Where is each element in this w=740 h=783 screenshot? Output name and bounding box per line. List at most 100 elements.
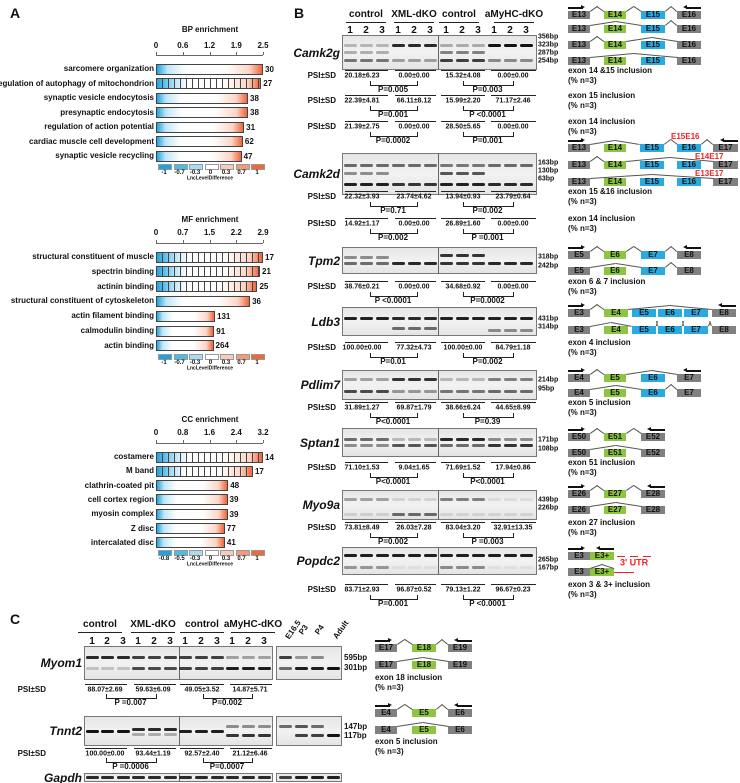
gel-band: [407, 317, 421, 321]
group-underline: [491, 70, 536, 71]
gel-band: [391, 512, 405, 516]
utr-label: 3' UTR: [620, 557, 649, 568]
gel-band: [423, 317, 437, 321]
primer-arrow-icon: [375, 640, 390, 642]
x-tick-mark: [236, 240, 238, 243]
bar: [156, 121, 245, 133]
gel-image: [276, 716, 342, 746]
gene-label: Sptan1: [299, 435, 340, 450]
junction-line: [670, 20, 677, 26]
p-value-bracket: [370, 413, 418, 418]
exon-e16: E16: [677, 25, 701, 33]
exon-e5: E5: [632, 309, 656, 317]
count-label: 77: [226, 524, 236, 533]
exon-e19: E19: [448, 644, 472, 652]
band-size-label: 117bp: [344, 731, 367, 740]
group-underline: [180, 632, 224, 634]
group-underline: [346, 22, 386, 24]
gel-band: [257, 725, 271, 728]
legend-swatch: [173, 354, 188, 360]
primer-arrowhead-icon: [581, 5, 585, 9]
gel-band: [471, 377, 485, 381]
gel-band: [359, 553, 373, 557]
gel-band: [519, 389, 533, 393]
exon-e50: E50: [568, 449, 590, 457]
group-underline: [345, 218, 388, 219]
gel-band: [455, 171, 469, 175]
count-label: 39: [229, 509, 239, 519]
p-value: P=0.003: [472, 85, 503, 94]
exon-e13: E13: [568, 144, 590, 152]
count-label: 48: [230, 481, 240, 491]
psi-value: 23.79±0.64: [495, 193, 531, 201]
x-tick-label: 2.5: [257, 41, 269, 50]
junction-line: [670, 246, 677, 252]
group-underline: [441, 218, 485, 219]
gel-band: [519, 565, 533, 569]
count-label: 38: [250, 108, 259, 117]
primer-arrowhead-icon: [581, 427, 585, 431]
gel-band: [100, 666, 114, 670]
psi-value: 96.67±0.23: [495, 586, 531, 594]
junction-line: [596, 428, 604, 434]
p-value-bracket: [370, 81, 418, 86]
psi-value: 28.50±5.65: [445, 123, 481, 131]
exon-e15: E15: [641, 11, 665, 19]
band-size-label: 63bp: [538, 175, 555, 183]
x-axis-line: [156, 243, 263, 244]
exon-e15: E15: [640, 178, 664, 186]
gene-label: Gapdh: [44, 770, 82, 783]
bar: [156, 107, 249, 118]
gel-band: [147, 776, 161, 779]
band-size-label: 301bp: [344, 663, 368, 672]
x-tick-mark: [182, 440, 184, 443]
lane-number: 1: [135, 636, 141, 647]
psi-value: 14.92±1.17: [344, 220, 380, 228]
p-value-bracket: [370, 106, 418, 111]
primer-arrow-icon: [721, 305, 736, 307]
legend-swatch: [251, 164, 265, 170]
psi-label: PSI±SD: [307, 71, 336, 80]
count-label: 17: [265, 252, 274, 262]
gel-band: [163, 776, 177, 779]
exon-e3: E3: [568, 552, 590, 560]
psi-value: 21.39±2.75: [344, 123, 380, 131]
category-label: cardiac muscle cell development: [29, 136, 154, 146]
gel-band: [407, 497, 421, 501]
legend-swatch: [158, 164, 172, 170]
exon-e15: E15: [640, 144, 664, 152]
gel-band: [423, 438, 437, 442]
band-size-label: 314bp: [538, 323, 559, 331]
primer-arrow-icon: [568, 370, 583, 372]
psi-value: 34.68±0.92: [445, 283, 481, 291]
exon-e16: E16: [677, 11, 701, 19]
gel-band: [407, 377, 421, 381]
gel-band: [326, 776, 340, 779]
category-label: cell cortex region: [87, 494, 154, 504]
gel-band: [375, 164, 389, 168]
x-tick-mark: [236, 52, 238, 55]
gel-band: [519, 553, 533, 557]
gel-image: [342, 307, 537, 336]
gel-band: [257, 734, 271, 737]
utr-dashed-line: [643, 556, 651, 557]
x-tick-mark: [263, 440, 264, 443]
gel-band: [519, 59, 533, 63]
gel-band: [455, 443, 469, 447]
p-value: P=0.39: [474, 417, 501, 426]
diagram-caption: exon 14 inclusion: [568, 117, 636, 126]
exon-e3plus: E3+: [590, 568, 614, 576]
gel-band: [375, 59, 389, 63]
gel-band: [359, 497, 373, 501]
psi-label: PSI±SD: [17, 749, 46, 758]
psi-value: 0.00±0.00: [497, 220, 529, 228]
exon-e6: E6: [641, 374, 665, 382]
bar: [156, 325, 215, 337]
gel-band: [100, 729, 114, 733]
category-label: calmodulin binding: [80, 326, 154, 335]
primer-arrow-icon: [599, 548, 614, 550]
group-underline: [491, 342, 536, 343]
gel-band: [471, 512, 485, 516]
psi-value: 83.71±2.93: [344, 586, 380, 594]
gel-band: [391, 183, 405, 186]
